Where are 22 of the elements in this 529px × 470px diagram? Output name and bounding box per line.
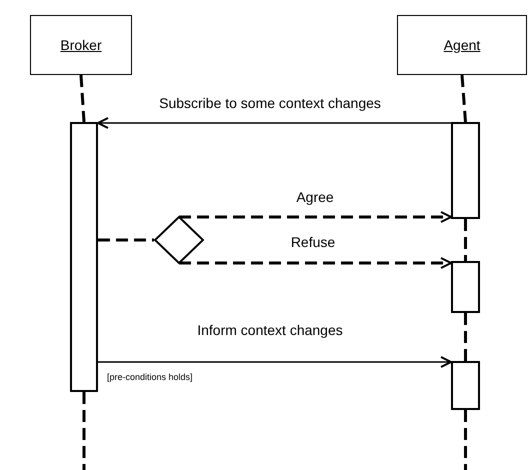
activation-bar: [451, 122, 480, 219]
activation-bar: [451, 261, 480, 313]
decision-diamond: [154, 216, 204, 264]
message-label: Subscribe to some context changes: [158, 95, 382, 111]
activation-bar: [451, 361, 480, 410]
message-label: Refuse: [290, 234, 336, 250]
message-arrow: [97, 117, 451, 129]
activation-bar: [70, 122, 98, 392]
message-arrow: [179, 211, 452, 223]
message-arrow: [98, 356, 452, 368]
message-arrow: [179, 257, 452, 269]
lifeline-head-box: [397, 15, 527, 75]
lifeline: [464, 313, 467, 361]
message-label: Agree: [295, 189, 335, 205]
message-label: Inform context changes: [196, 322, 344, 338]
lifeline: [464, 219, 467, 261]
lifeline-name: Broker: [60, 37, 102, 53]
lifeline: [82, 392, 86, 470]
guard-condition: [pre-conditions holds]: [107, 372, 193, 382]
lifeline-name: Agent: [444, 37, 480, 53]
lifeline: [464, 410, 467, 470]
lifeline-head-box: [30, 15, 132, 75]
